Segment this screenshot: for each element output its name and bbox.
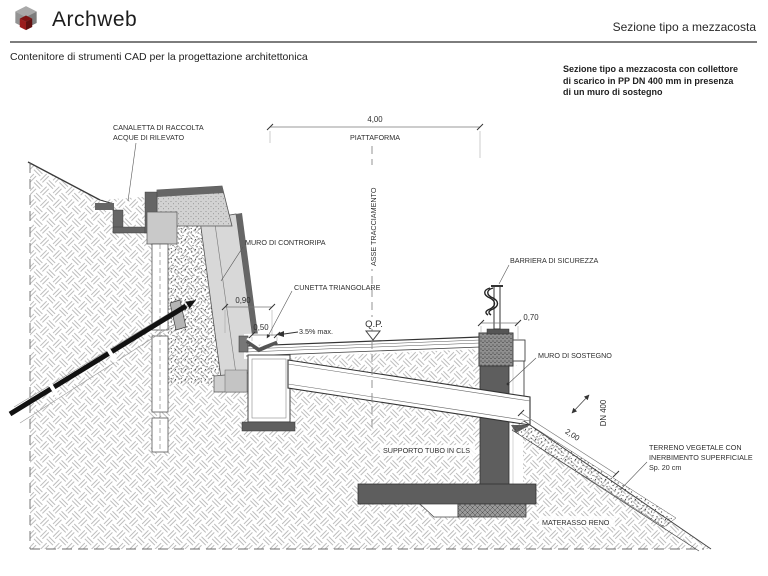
grade-marker: [364, 330, 382, 341]
footing-slab: [357, 483, 537, 505]
page-title: Sezione tipo a mezzacosta: [612, 20, 756, 34]
surface-curb: [95, 203, 114, 210]
brand-name: Archweb: [52, 7, 138, 31]
road-surface: [245, 336, 481, 347]
guardrail-w-beam: [484, 287, 499, 316]
sostegno-wall-assembly: [478, 285, 526, 488]
road-platform: [238, 326, 481, 432]
pile-cap: [146, 211, 178, 245]
reno-mattress-block: [457, 503, 527, 518]
foundation: [357, 483, 537, 518]
anchor-drain: [8, 299, 196, 424]
topsoil-band: [511, 420, 677, 528]
canaletta-label-line2: ACQUE DI RILEVATO: [113, 133, 184, 142]
slope-percent-label: 3.5% max.: [299, 327, 333, 336]
anchor-arrowhead: [185, 300, 196, 309]
kerb: [238, 335, 249, 353]
platform-label: PIATTAFORMA: [350, 133, 400, 142]
platform-width-dim: 4,00: [367, 115, 383, 124]
collector-chamber: [247, 354, 291, 423]
dim-200: 2,00: [564, 427, 582, 443]
cunetta-label: CUNETTA TRIANGOLARE: [294, 283, 381, 292]
topsoil-label-line3: Sp. 20 cm: [649, 463, 681, 472]
dim-070: 0,70: [523, 313, 539, 322]
leader-lines: [127, 142, 648, 491]
drawing-description: Sezione tipo a mezzacosta con collettore…: [563, 64, 763, 99]
downhill-slope: [511, 420, 712, 552]
header-divider: [10, 41, 757, 43]
barrier-baseplate: [486, 328, 510, 335]
dimensions: [221, 123, 620, 478]
project-grade-label: Q.P.: [365, 319, 383, 330]
dim-090: 0,90: [235, 296, 251, 305]
description-line: di un muro di sostegno: [563, 87, 663, 97]
sostegno-label: MURO DI SOSTEGNO: [538, 351, 612, 360]
topsoil-label-line1: TERRENO VEGETALE CON: [649, 443, 742, 452]
dim-050: 0,50: [253, 323, 269, 332]
controripa-label: MURO DI CONTRORIPA: [245, 238, 326, 247]
cunetta-lining: [245, 339, 278, 353]
alignment-axis: ASSE TRACCIAMENTO Q.P.: [358, 146, 390, 428]
description-line: di scarico in PP DN 400 mm in presenza: [563, 75, 734, 86]
topsoil-label-line2: INERBIMENTO SUPERFICIALE: [649, 453, 753, 462]
barrier-label: BARRIERA DI SICUREZZA: [510, 256, 598, 265]
reno-mattress-label: MATERASSO RENO: [542, 518, 610, 527]
wall-step: [512, 339, 526, 362]
dn400-label: DN 400: [599, 399, 608, 426]
slope-direction-arrow: [276, 331, 299, 337]
pipe-support-label: SUPPORTO TUBO IN CLS: [383, 446, 470, 455]
pipe-diameter-arrow: [571, 394, 590, 414]
canaletta-label-line1: CANALETTA DI RACCOLTA: [113, 123, 204, 132]
wall-cap: [478, 332, 514, 367]
brand[interactable]: Archweb: [10, 5, 137, 34]
anchor-plate: [169, 299, 187, 331]
site-tagline: Contenitore di strumenti CAD per la prog…: [10, 51, 308, 63]
archweb-logo-icon: [15, 6, 37, 31]
description-line: Sezione tipo a mezzacosta con collettore: [563, 64, 739, 74]
controripa-wall-assembly: [8, 185, 263, 453]
wall-stem: [479, 365, 510, 488]
axis-label: ASSE TRACCIAMENTO: [369, 187, 378, 266]
